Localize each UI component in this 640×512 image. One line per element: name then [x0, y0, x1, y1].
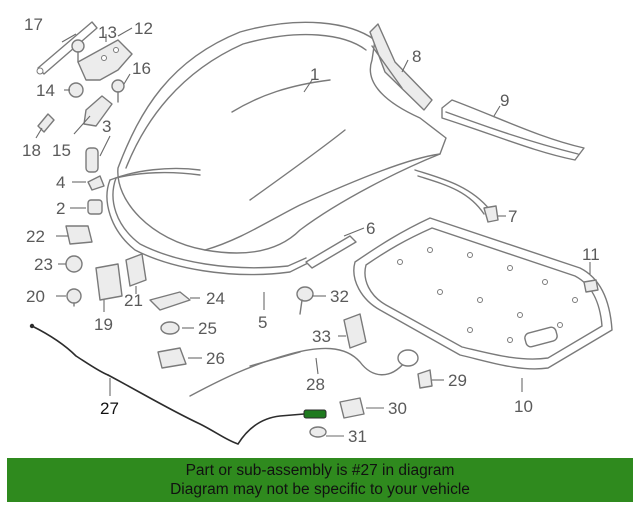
leader-lines — [35, 27, 591, 437]
bolt-20 — [66, 288, 82, 307]
grommet-25 — [160, 321, 180, 335]
hood-panel — [117, 21, 447, 254]
hinge-clip-18 — [37, 113, 55, 133]
parts-diagram: 1 8 9 7 6 5 10 11 12 13 14 15 16 17 18 3… — [22, 15, 613, 446]
callout-17: 17 — [24, 15, 43, 34]
release-cable-28 — [189, 347, 419, 397]
bumper-2 — [87, 199, 103, 215]
callout-10: 10 — [514, 397, 533, 416]
clip-31 — [309, 426, 327, 438]
nut-23 — [65, 255, 83, 273]
release-cable-27 — [29, 323, 327, 445]
callout-31: 31 — [348, 427, 367, 446]
callout-9: 9 — [500, 91, 509, 110]
callout-11: 11 — [582, 245, 600, 264]
callout-24: 24 — [206, 289, 225, 308]
callout-12: 12 — [134, 19, 153, 38]
hood-seal — [106, 167, 311, 276]
callout-16: 16 — [132, 59, 151, 78]
callout-21: 21 — [124, 291, 143, 310]
callout-7: 7 — [508, 207, 517, 226]
cable-connector — [303, 409, 327, 419]
handle-30 — [339, 397, 365, 419]
cowl-panel — [441, 99, 585, 161]
latch-33 — [343, 313, 367, 349]
callout-13: 13 — [98, 23, 117, 42]
callout-27-highlighted: 27 — [100, 399, 119, 418]
callout-22: 22 — [26, 227, 45, 246]
hinge-bolt-13 — [71, 39, 85, 63]
callout-29: 29 — [448, 371, 467, 390]
callout-6: 6 — [366, 219, 375, 238]
release-handle-29 — [417, 369, 433, 389]
banner-line-1: Part or sub-assembly is #27 in diagram — [185, 462, 455, 479]
banner-line-2: Diagram may not be specific to your vehi… — [170, 481, 470, 498]
clip-4 — [87, 175, 105, 191]
callout-30: 30 — [388, 399, 407, 418]
callout-28: 28 — [306, 375, 325, 394]
bracket-26 — [157, 347, 187, 369]
bracket-19 — [95, 263, 123, 301]
callout-2: 2 — [56, 199, 65, 218]
callout-32: 32 — [330, 287, 349, 306]
hood-hinge — [77, 39, 133, 81]
clip-11 — [583, 279, 599, 293]
hinge-bolt-16 — [111, 79, 125, 103]
bumper-32 — [296, 286, 314, 315]
support-rod-24 — [149, 291, 191, 311]
hood-strut — [36, 21, 98, 75]
bumper-3 — [85, 147, 99, 173]
part-info-banner: Part or sub-assembly is #27 in diagram D… — [7, 458, 633, 502]
callout-23: 23 — [34, 255, 53, 274]
callout-labels: 1 8 9 7 6 5 10 11 12 13 14 15 16 17 18 3… — [22, 15, 600, 446]
callout-20: 20 — [26, 287, 45, 306]
callout-19: 19 — [94, 315, 113, 334]
callout-15: 15 — [52, 141, 71, 160]
callout-25: 25 — [198, 319, 217, 338]
hood-insulator — [353, 217, 613, 370]
bracket-22 — [65, 225, 93, 245]
callout-14: 14 — [36, 81, 55, 100]
cowl-seal-upper — [369, 23, 433, 111]
callout-33: 33 — [312, 327, 331, 346]
callout-26: 26 — [206, 349, 225, 368]
callout-8: 8 — [412, 47, 421, 66]
callout-4: 4 — [56, 173, 65, 192]
callout-1: 1 — [310, 65, 319, 84]
callout-3: 3 — [102, 117, 111, 136]
latch-21 — [125, 253, 147, 287]
side-seal — [414, 169, 499, 223]
nut-14 — [68, 82, 84, 98]
hood-strip — [305, 235, 357, 269]
callout-18: 18 — [22, 141, 41, 160]
callout-5: 5 — [258, 313, 267, 332]
insulator-clip-holes — [397, 247, 578, 343]
